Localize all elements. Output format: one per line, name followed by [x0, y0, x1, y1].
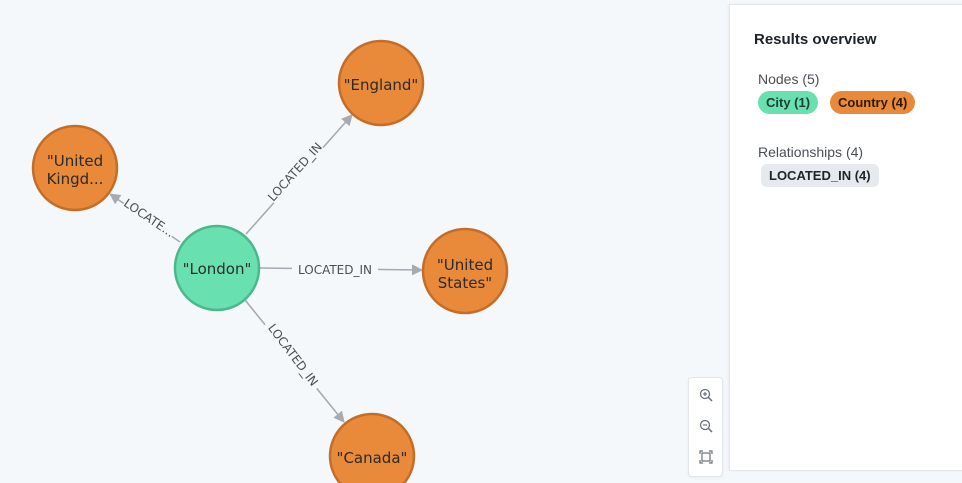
edge-label-us: LOCATED_IN: [298, 263, 372, 277]
node-label-uk-line2: Kingd...: [47, 170, 104, 188]
node-united-states[interactable]: "United States": [421, 227, 509, 315]
graph-canvas[interactable]: LOCATED_IN LOCATE... LOCATED_IN LOCATED_…: [0, 0, 728, 483]
results-overview-panel: Results overview Nodes (5) City (1) Coun…: [729, 4, 962, 471]
node-label-pill-city[interactable]: City (1): [758, 91, 819, 114]
edge-london-canada[interactable]: LOCATED_IN: [244, 299, 345, 423]
edge-label-canada: LOCATED_IN: [265, 321, 321, 389]
node-canada[interactable]: "Canada": [328, 412, 416, 483]
edge-london-uk[interactable]: LOCATE...: [109, 193, 181, 243]
node-united-kingdom[interactable]: "United Kingd...: [31, 124, 119, 212]
relationships-section-label: Relationships (4): [758, 144, 864, 160]
edge-london-england[interactable]: LOCATED_IN: [245, 114, 353, 235]
graph-svg[interactable]: LOCATED_IN LOCATE... LOCATED_IN LOCATED_…: [0, 0, 728, 483]
edge-london-us[interactable]: LOCATED_IN: [258, 261, 424, 277]
zoom-in-button[interactable]: [689, 380, 722, 410]
panel-title: Results overview: [754, 31, 877, 48]
edge-label-england: LOCATED_IN: [265, 140, 325, 204]
node-london[interactable]: "London": [173, 224, 261, 312]
nodes-section-label: Nodes (5): [758, 71, 820, 87]
node-label-uk-line1: "United: [47, 152, 103, 170]
fit-to-screen-icon: [698, 450, 713, 464]
node-label-canada: "Canada": [337, 449, 408, 467]
node-label-england: "England": [344, 76, 419, 94]
zoom-in-icon: [699, 388, 713, 402]
zoom-out-button[interactable]: [689, 411, 722, 441]
zoom-controls: [688, 377, 723, 477]
node-label-london: "London": [183, 260, 252, 278]
relationship-pill-located-in[interactable]: LOCATED_IN (4): [761, 164, 879, 187]
node-label-us-line1: "United: [437, 256, 493, 274]
node-label-pill-country[interactable]: Country (4): [830, 91, 916, 114]
fit-to-screen-button[interactable]: [689, 442, 722, 472]
node-england[interactable]: "England": [337, 39, 425, 127]
edge-label-uk: LOCATE...: [121, 196, 177, 240]
node-label-us-line2: States": [438, 274, 492, 292]
zoom-out-icon: [699, 419, 713, 433]
